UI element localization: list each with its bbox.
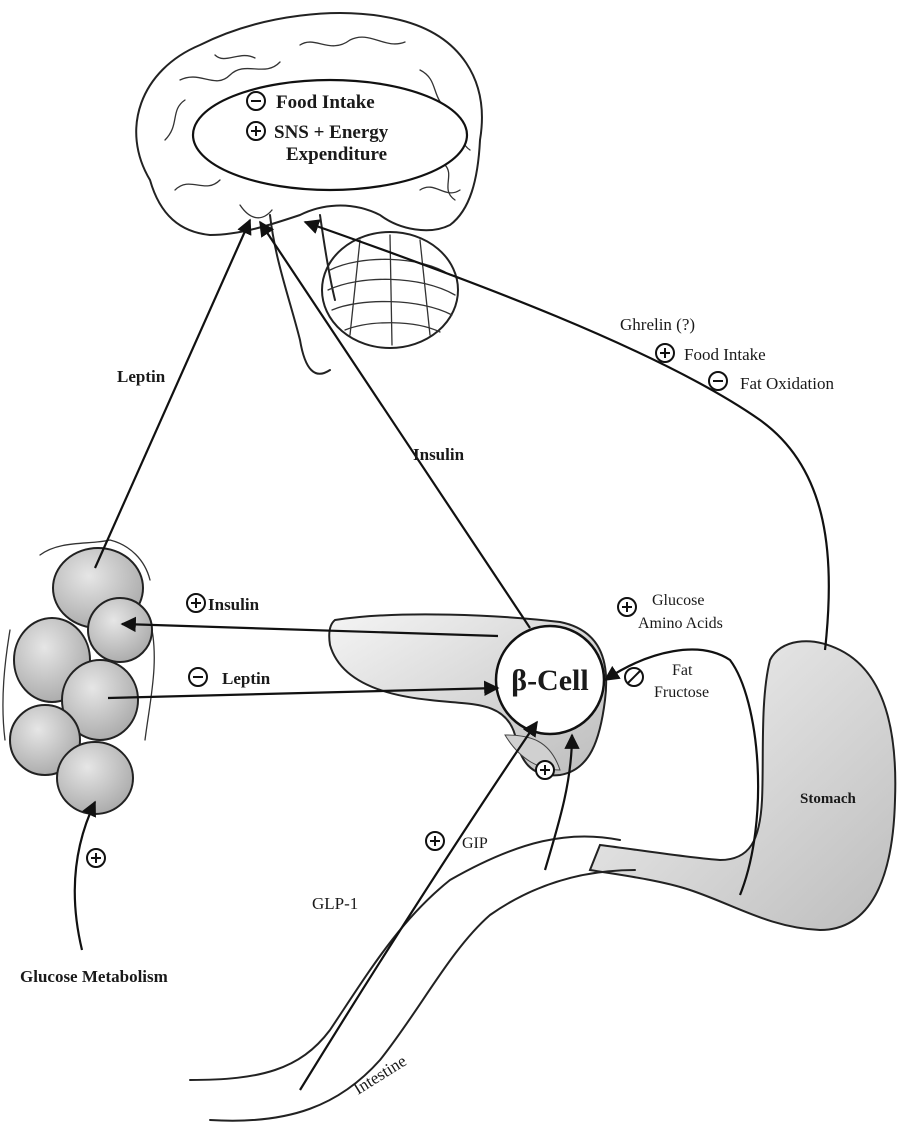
plus-icon bbox=[87, 849, 105, 867]
ghrelin-label: Ghrelin (?) bbox=[620, 315, 695, 334]
plus-icon bbox=[247, 122, 265, 140]
beta-cell-label: β-Cell bbox=[511, 664, 588, 697]
adipose-tissue bbox=[3, 540, 154, 814]
glucose-metabolism-label: Glucose Metabolism bbox=[20, 967, 168, 986]
stomach-label: Stomach bbox=[800, 791, 856, 807]
cerebellum bbox=[322, 232, 458, 348]
minus-icon bbox=[189, 668, 207, 686]
plus-icon bbox=[656, 344, 674, 362]
glp1-label: GLP-1 bbox=[312, 894, 358, 913]
ghrelin-fat-oxidation-label: Fat Oxidation bbox=[740, 374, 834, 393]
gip-label: GIP bbox=[462, 835, 488, 852]
ghrelin-food-intake-label: Food Intake bbox=[684, 345, 766, 364]
intestine: Intestine bbox=[190, 836, 635, 1120]
insulin-fat-label: Insulin bbox=[208, 595, 260, 614]
minus-icon bbox=[247, 92, 265, 110]
insulin-brain-label: Insulin bbox=[413, 445, 465, 464]
plus-icon bbox=[536, 761, 554, 779]
plus-icon bbox=[426, 832, 444, 850]
plus-icon bbox=[618, 598, 636, 616]
plus-icon bbox=[187, 594, 205, 612]
beta-cell: β-Cell bbox=[496, 626, 604, 734]
minus-icon bbox=[709, 372, 727, 390]
leptin-fat-label: Leptin bbox=[222, 669, 271, 688]
brain-sns-label-line2: Expenditure bbox=[286, 144, 387, 165]
leptin-brain-label: Leptin bbox=[117, 367, 166, 386]
inhibit-icon bbox=[625, 668, 643, 686]
leptin-to-brain-arrow bbox=[95, 220, 250, 568]
fat-cell bbox=[88, 598, 152, 662]
brain-food-intake-label: Food Intake bbox=[276, 92, 375, 113]
insulin-to-brain-arrow bbox=[260, 222, 530, 628]
amino-acids-label: Amino Acids bbox=[638, 615, 723, 632]
brain bbox=[136, 13, 482, 374]
glucose-metabolism-arrow bbox=[75, 802, 95, 950]
brain-sns-label-line1: SNS + Energy bbox=[274, 122, 389, 143]
fat-label: Fat bbox=[672, 662, 693, 679]
ghrelin-to-brain-arrow bbox=[305, 222, 829, 650]
glucose-label: Glucose bbox=[652, 592, 704, 609]
intestine-label: Intestine bbox=[350, 1051, 410, 1098]
fructose-label: Fructose bbox=[654, 684, 709, 701]
